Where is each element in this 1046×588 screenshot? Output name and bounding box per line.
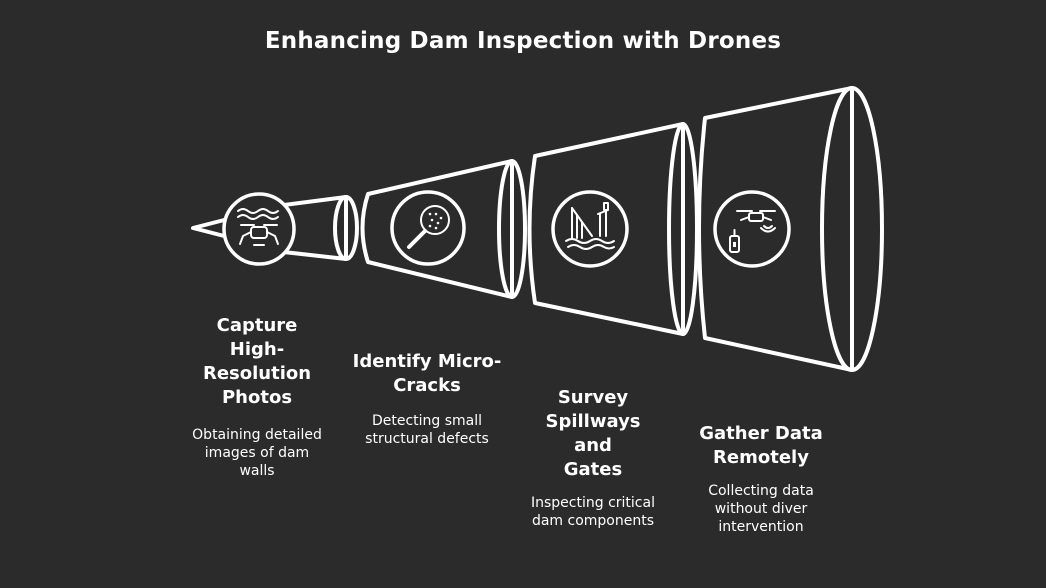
stage-4-heading: Gather Data Remotely: [699, 423, 823, 468]
stage-1-description: Obtaining detailed images of dam walls: [192, 427, 322, 479]
stage-1-label: Capture High-Resolution Photos Obtaining…: [182, 314, 332, 480]
diagram-title: Enhancing Dam Inspection with Drones: [264, 28, 782, 54]
dam-gate-icon: [551, 190, 629, 268]
drone-over-water-icon: [222, 192, 296, 266]
stage-1-heading: Capture High-Resolution Photos: [202, 315, 312, 408]
funnel-segment-1: [228, 195, 359, 261]
funnel-segment-2: [360, 159, 527, 299]
stage-4-label: Gather Data Remotely Collecting data wit…: [685, 422, 837, 536]
stage-2-label: Identify Micro-Cracks Detecting small st…: [352, 350, 502, 448]
funnel-segment-4: [697, 86, 884, 372]
stage-3-description: Inspecting critical dam components: [531, 495, 655, 529]
stage-2-heading: Identify Micro-Cracks: [352, 351, 502, 396]
magnifier-icon: [390, 190, 466, 266]
stage-2-description: Detecting small structural defects: [365, 413, 489, 447]
stage-4-description: Collecting data without diver interventi…: [708, 483, 814, 535]
stage-3-heading: Survey Spillways and Gates: [545, 387, 641, 480]
stage-3-label: Survey Spillways and Gates Inspecting cr…: [518, 386, 668, 530]
drone-remote-icon: [713, 190, 791, 268]
funnel-segment-3: [527, 122, 699, 336]
